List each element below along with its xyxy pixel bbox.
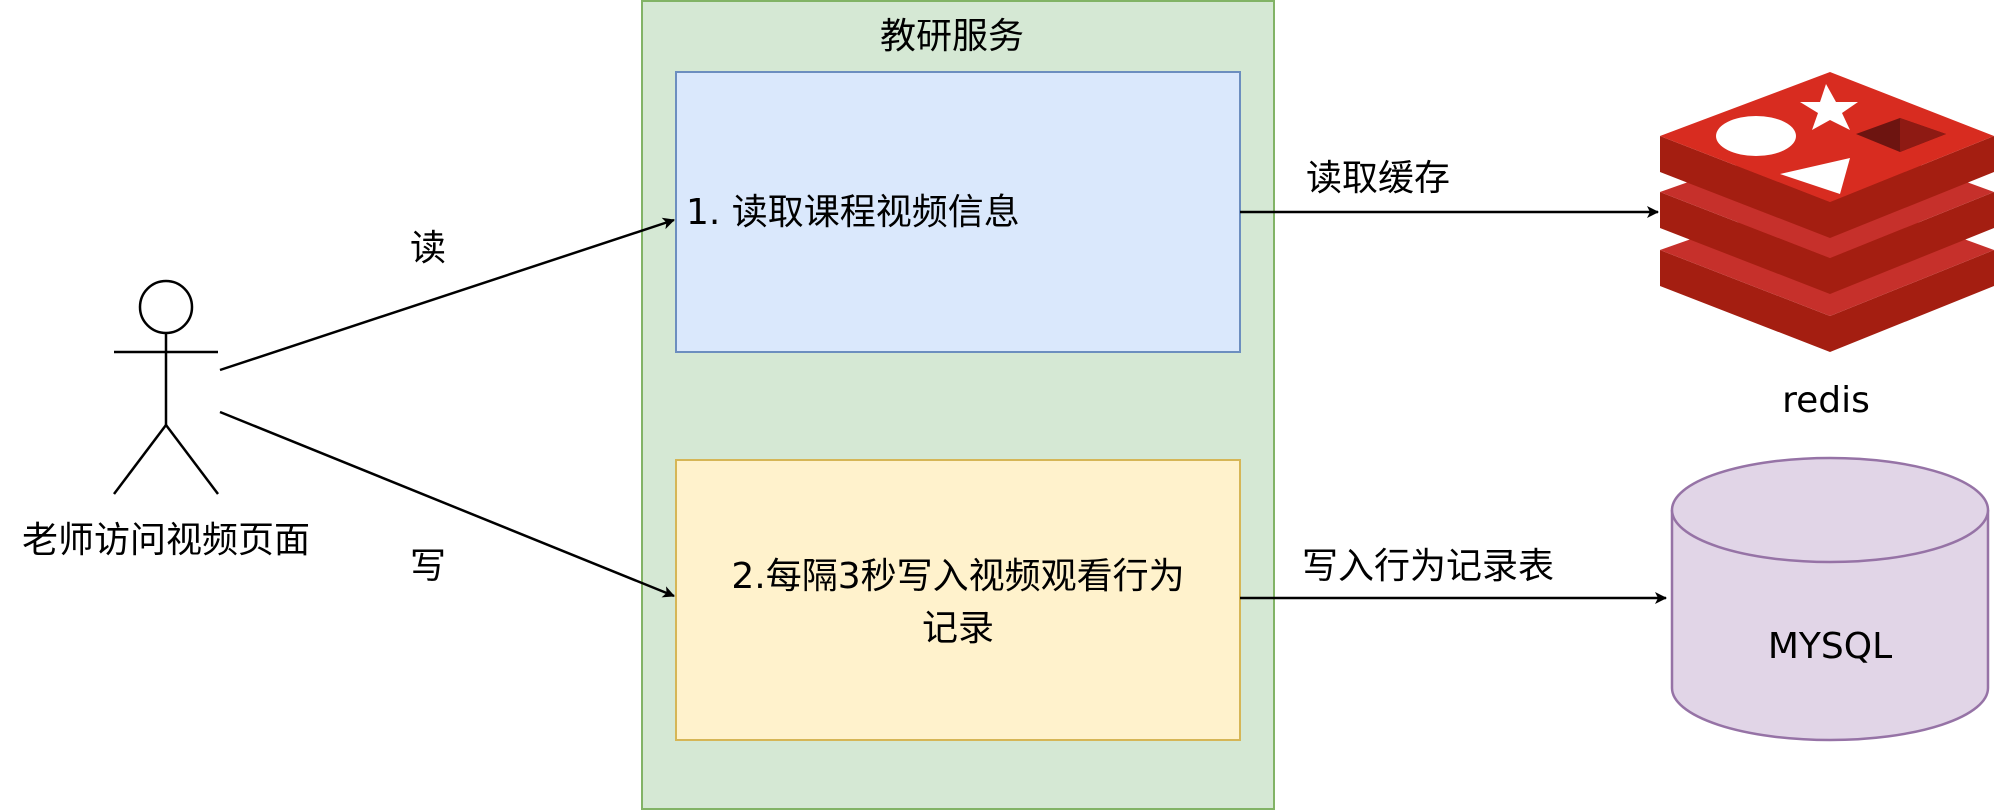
cache-edge-label: 读取缓存 bbox=[1306, 158, 1450, 199]
record-edge-label: 写入行为记录表 bbox=[1302, 546, 1554, 587]
read-box-label: 1. 读取课程视频信息 bbox=[686, 192, 1020, 233]
write-box bbox=[675, 459, 1241, 741]
read-process-node: 1. 读取课程视频信息 bbox=[675, 71, 1241, 353]
write-box-label-line1: 2.每隔3秒写入视频观看行为 bbox=[731, 556, 1184, 597]
cache-edge: 读取缓存 bbox=[1240, 158, 1659, 218]
redis-icon bbox=[1660, 72, 1994, 352]
read-arrow bbox=[219, 217, 675, 372]
actor-head bbox=[138, 279, 194, 335]
teacher-actor: 老师访问视频页面 bbox=[22, 279, 310, 561]
redis-layer-bottom-side bbox=[1660, 250, 1994, 352]
write-edge: 写 bbox=[219, 410, 675, 598]
redis-triangle-glyph bbox=[1780, 158, 1850, 194]
mysql-cylinder-top bbox=[1670, 456, 1990, 564]
mysql-node: MYSQL bbox=[1670, 456, 1990, 742]
redis-label: redis bbox=[1782, 380, 1870, 421]
write-process-node: 2.每隔3秒写入视频观看行为 记录 bbox=[675, 459, 1241, 741]
actor-label: 老师访问视频页面 bbox=[22, 520, 310, 561]
redis-node: redis bbox=[1660, 72, 1994, 421]
mysql-cylinder-body bbox=[1670, 510, 1990, 742]
write-edge-label: 写 bbox=[410, 546, 446, 587]
redis-cube-glyph-face bbox=[1900, 118, 1946, 152]
redis-layer-middle-side bbox=[1660, 192, 1994, 294]
read-edge: 读 bbox=[219, 217, 675, 372]
read-box bbox=[675, 71, 1241, 353]
redis-star-glyph bbox=[1800, 84, 1858, 130]
actor-left-leg bbox=[113, 424, 167, 495]
redis-ellipse-glyph bbox=[1716, 116, 1796, 156]
mysql-label: MYSQL bbox=[1768, 626, 1892, 667]
write-arrow bbox=[219, 410, 675, 598]
redis-layer-top-side bbox=[1660, 136, 1994, 238]
service-title: 教研服务 bbox=[880, 16, 1024, 57]
record-edge: 写入行为记录表 bbox=[1240, 546, 1667, 604]
redis-layer-top-top bbox=[1660, 72, 1994, 202]
write-box-label-line2: 记录 bbox=[922, 608, 994, 649]
actor-right-leg bbox=[165, 424, 219, 495]
read-edge-label: 读 bbox=[410, 228, 446, 269]
